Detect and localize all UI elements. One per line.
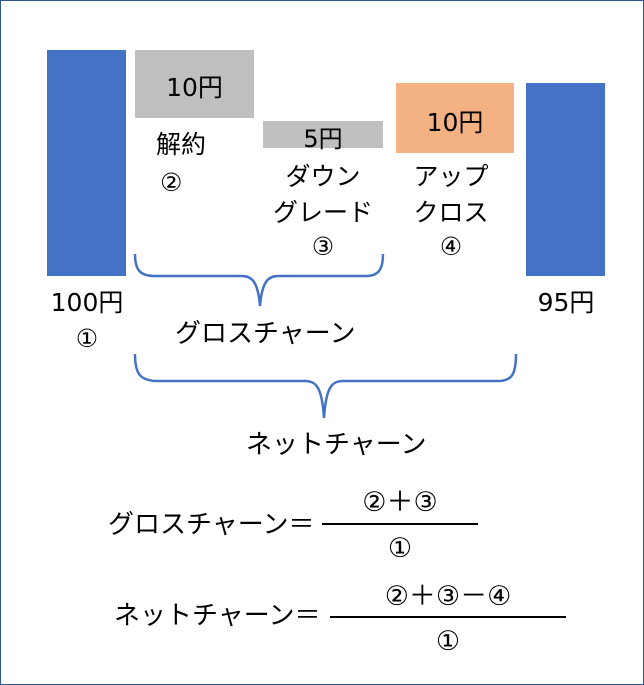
churn-value: 10円 bbox=[166, 73, 223, 102]
upsell-index: ④ bbox=[439, 232, 463, 261]
downgrade-name-1: ダウン bbox=[285, 162, 361, 191]
end-revenue-bar bbox=[526, 83, 605, 276]
churn-box: 10円 bbox=[135, 50, 254, 118]
gross-brace-label: グロスチャーン bbox=[175, 319, 356, 349]
end-value: 95円 bbox=[537, 288, 595, 317]
churn-name: 解約 bbox=[156, 130, 207, 159]
net-fraction-line bbox=[330, 616, 566, 618]
start-index: ① bbox=[75, 324, 99, 353]
downgrade-box: 5円 bbox=[263, 121, 383, 153]
net-brace-label: ネットチャーン bbox=[246, 430, 427, 460]
net-formula-left: ネットチャーン＝ bbox=[114, 601, 321, 631]
net-brace bbox=[133, 353, 518, 419]
start-value: 100円 bbox=[50, 288, 124, 317]
net-formula-numerator: ②＋③－④ bbox=[384, 581, 512, 612]
gross-formula-numerator: ②＋③ bbox=[362, 487, 438, 518]
net-formula-denominator: ① bbox=[435, 626, 461, 657]
upsell-value: 10円 bbox=[426, 108, 484, 137]
upsell-name-2: クロス bbox=[413, 198, 489, 227]
gross-formula-denominator: ① bbox=[387, 533, 413, 564]
gross-fraction-line bbox=[322, 523, 478, 525]
downgrade-index: ③ bbox=[311, 232, 335, 261]
upsell-name-1: アップ bbox=[413, 162, 489, 191]
gross-brace bbox=[133, 253, 385, 307]
churn-index: ② bbox=[160, 168, 183, 197]
upsell-box: 10円 bbox=[396, 83, 514, 153]
gross-formula-left: グロスチャーン＝ bbox=[108, 510, 315, 540]
start-revenue-bar bbox=[47, 50, 126, 276]
downgrade-name-2: グレード bbox=[272, 198, 373, 227]
downgrade-value: 5円 bbox=[303, 125, 343, 153]
